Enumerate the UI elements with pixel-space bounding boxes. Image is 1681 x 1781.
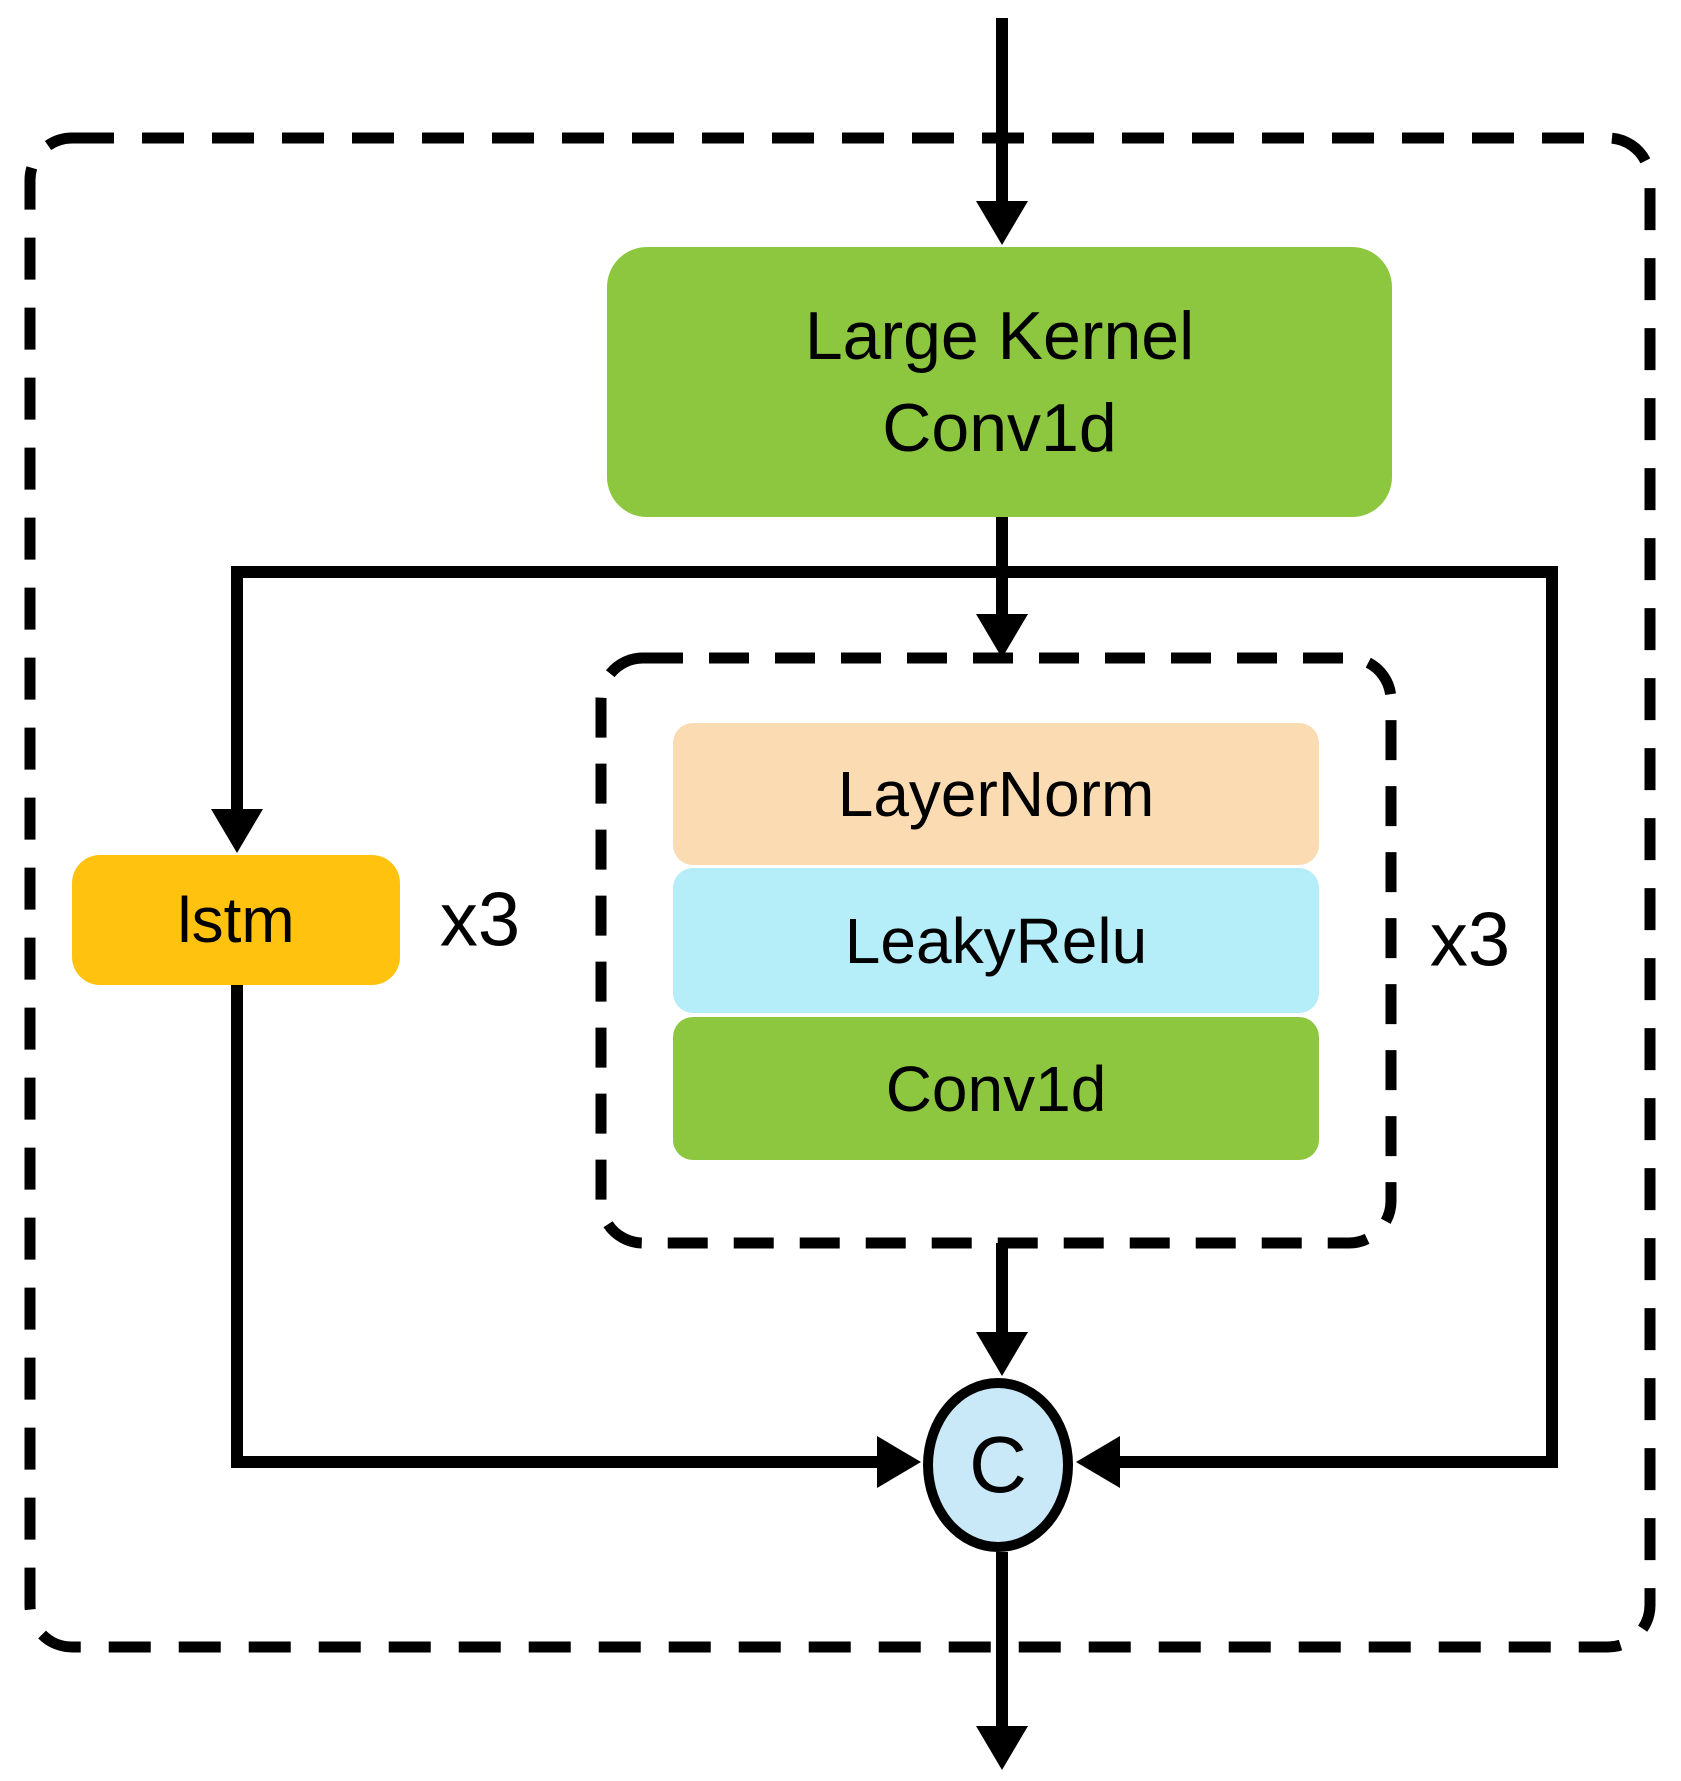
concat-label: C: [969, 1420, 1027, 1509]
layernorm-node: LayerNorm: [673, 723, 1319, 865]
outer-dashed-block-border: [24, 132, 1656, 1653]
lstm-node: lstm: [72, 855, 400, 985]
lstm-label: lstm: [177, 884, 295, 956]
input-arrowhead-icon: [976, 201, 1028, 245]
lstm-into-concat-arrowhead-icon: [877, 1436, 921, 1488]
conv-block-repeat-annotation: x3: [1429, 897, 1511, 983]
large-kernel-conv1d-label-line2: Conv1d: [882, 390, 1117, 466]
lstm-to-concat-line: [231, 985, 879, 1468]
lstm-arrowhead-icon: [211, 809, 263, 853]
leakyrelu-label: LeakyRelu: [844, 904, 1148, 977]
skip-into-concat-arrowhead-icon: [1076, 1436, 1120, 1488]
large-kernel-conv1d-label-line1: Large Kernel: [804, 298, 1195, 374]
skip-connection-line: [237, 566, 1558, 1468]
conv1d-node: Conv1d: [673, 1017, 1319, 1160]
leakyrelu-node: LeakyRelu: [673, 868, 1319, 1013]
large-kernel-conv1d-node: Large Kernel Conv1d: [607, 247, 1392, 517]
lstm-repeat-annotation: x3: [439, 877, 521, 963]
innerblock-into-concat-arrowhead-icon: [976, 1332, 1028, 1376]
concat-node: C: [923, 1378, 1073, 1552]
output-arrowhead-icon: [976, 1726, 1028, 1770]
layernorm-label: LayerNorm: [837, 758, 1155, 830]
inner-dashed-block-border: [595, 652, 1397, 1249]
conv-to-innerblock-arrowhead-icon: [976, 614, 1028, 658]
conv1d-label: Conv1d: [885, 1052, 1107, 1125]
